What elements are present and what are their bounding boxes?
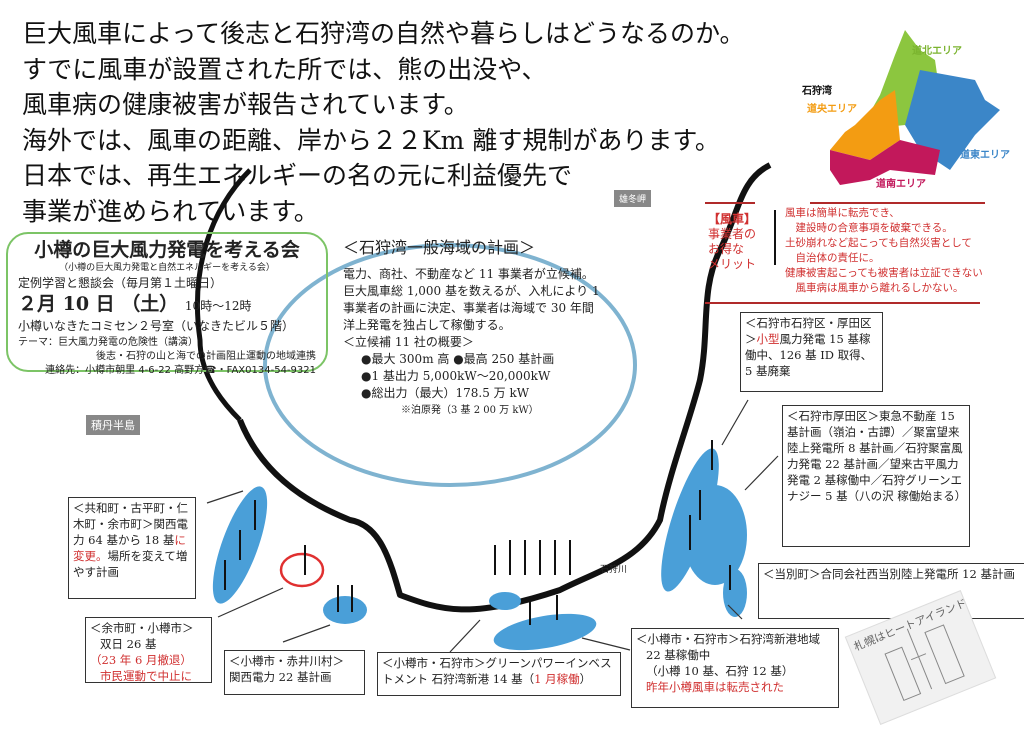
cancelled-site-circle (279, 552, 325, 588)
map-label-donan: 道南エリア (876, 179, 926, 190)
callout-text: ＜小樽市・赤井川村＞ (229, 654, 344, 668)
callout-text: ） (579, 672, 592, 686)
map-label-ishikari-bay: 石狩湾 (802, 86, 832, 97)
callout-text: 場所を変えて増やす計画 (73, 549, 188, 579)
merit-point: 自治体の責任に。 (785, 252, 880, 264)
place-tag-ofuyu: 雄冬岬 (614, 190, 652, 207)
callout-text: 関西電力 22 基計画 (229, 670, 332, 684)
callout-text: ＜小樽市・石狩市＞石狩湾新港地域 (636, 632, 820, 646)
wind-zone (723, 569, 747, 617)
callout-akaigawa: ＜小樽市・赤井川村＞ 関西電力 22 基計画 (224, 650, 365, 695)
divider (705, 202, 755, 204)
merit-point: 土砂崩れなど起こっても自然災害として (785, 237, 972, 249)
callout-red-text: に変更。 (73, 533, 186, 563)
merit-label-line: メリット (708, 257, 757, 271)
callout-text: （小樽 10 基、石狩 12 基） (646, 664, 794, 678)
plan-bullet: ●最大 300m 高 ●最高 250 基計画 (361, 352, 555, 366)
merit-point: 風車病は風車から離れるしかない。 (785, 282, 964, 294)
event-date-line: ２月 10 日 （土） 10時～12時 (18, 292, 316, 318)
headline-line: すでに風車が設置された所では、熊の出没や、 (22, 54, 547, 84)
merit-point: 風車は簡単に転売でき、 (785, 207, 900, 219)
callout-red-text: 市民運動で中止に (100, 669, 192, 683)
wind-zone (489, 592, 521, 610)
plan-bullet: ●総出力（最大）178.5 万 kW (361, 386, 530, 400)
callout-text: ＜小樽市・石狩市＞グリーンパワーインベストメント 石狩湾新港 14 基（ (382, 656, 612, 686)
event-subtitle: （小樽の巨大風力発電と自然エネルギーを考える会） (59, 263, 275, 273)
callout-shinko: ＜小樽市・石狩市＞石狩湾新港地域 22 基稼働中 （小樽 10 基、石狩 12 … (631, 628, 839, 708)
map-label-doo: 道央エリア (807, 104, 857, 115)
event-theme: テーマ：巨大風力発電の危険性（講演） (18, 337, 198, 348)
event-org: 後志・石狩の山と海での計画阻止運動の地域連携 (96, 351, 316, 362)
divider (705, 302, 980, 304)
hokkaido-area-map (830, 30, 1000, 185)
merit-label-line: お得な (708, 242, 745, 256)
merit-point: 健康被害起こっても被害者は立証できない (785, 267, 983, 279)
merit-label-line: 事業者の (708, 227, 757, 241)
callout-yoichi: ＜余市町・小樽市＞ 双日 26 基 （23 年 6 月撤退） 市民運動で中止に (85, 617, 212, 683)
headline: 巨大風車によって後志と石狩湾の自然や暮らしはどうなるのか。 すでに風車が設置され… (22, 16, 745, 229)
plan-note: ※泊原発（3 基 2 00 万 kW） (401, 405, 539, 416)
callout-text: ＜余市町・小樽市＞ (90, 621, 194, 635)
merit-points: 風車は簡単に転売でき、 建設時の合意事項を破棄できる。 土砂崩れなど起こっても自… (785, 206, 983, 296)
merit-label-line: 【風車】 (708, 212, 757, 226)
wind-turbines (224, 210, 776, 625)
plan-body: 洋上発電を独占して稼働する。 (343, 318, 511, 332)
headline-line: 巨大風車によって後志と石狩湾の自然や暮らしはどうなるのか。 (22, 19, 745, 48)
headline-line: 日本では、再生エネルギーの名の元に利益優先で (22, 161, 573, 190)
operator-merit-section: 【風車】 事業者の お得な メリット 風車は簡単に転売でき、 建設時の合意事項を… (700, 196, 1020, 306)
event-date: ２月 10 日 （土） (18, 293, 179, 315)
coastline (237, 162, 772, 613)
plan-bullet: ●1 基出力 5,000kW～20,000kW (361, 369, 551, 383)
event-info-box: 小樽の巨大風力発電を考える会 （小樽の巨大風力発電と自然エネルギーを考える会） … (6, 232, 328, 376)
merit-point: 建設時の合意事項を破棄できる。 (785, 222, 953, 234)
heat-island-sketch: 札幌はヒートアイランド (844, 590, 997, 725)
callout-text: ＜共和町・古平町・仁木町・余市町＞関西電力 64 基から 18 基 (73, 501, 188, 547)
map-label-dohoku: 道北エリア (912, 46, 962, 57)
event-contact: 連絡先：小樽市朝里 4-6-22 高野方☎・FAX0134-54-9321 (45, 365, 316, 376)
plan-heading: ＜石狩湾一般海域の計画＞ (343, 238, 536, 257)
wind-zone (323, 596, 367, 624)
callout-atsuta: ＜石狩市厚田区＞東急不動産 15 基計画（嶺泊・古譚）／聚富望来陸上発電所 8 … (782, 405, 970, 547)
callout-text: 22 基稼働中 (646, 648, 711, 662)
event-venue: 小樽いなきたコミセン２号室（いなきたビル５階） (18, 319, 295, 333)
pointer-arrows (206, 399, 779, 653)
callout-tobetsu: ＜当別町＞合同会社西当別陸上発電所 12 基計画 (758, 563, 1024, 619)
plan-body: 電力、商社、不動産など 11 事業者が立候補。 (343, 267, 594, 281)
headline-line: 風車病の健康被害が報告されています。 (22, 90, 469, 119)
callout-ishikari-atsuta: ＜石狩市石狩区・厚田区＞小型風力発電 15 基稼働中、126 基 ID 取得、5… (740, 312, 883, 392)
plan-subheading: ＜立候補 11 社の概要＞ (343, 335, 474, 349)
map-label-doto: 道東エリア (960, 150, 1010, 161)
place-tag-shakotan: 積丹半島 (86, 415, 140, 435)
callout-text: 風力発電 15 基稼働中、126 基 ID 取得、5 基廃棄 (745, 332, 873, 378)
coastline-west (195, 168, 252, 422)
ishikari-bay-plan: ＜石狩湾一般海域の計画＞ 電力、商社、不動産など 11 事業者が立候補。 巨大風… (343, 236, 673, 419)
callout-red-text: 小型 (756, 332, 780, 346)
merit-label: 【風車】 事業者の お得な メリット (708, 212, 756, 272)
callout-kyowa: ＜共和町・古平町・仁木町・余市町＞関西電力 64 基から 18 基に変更。場所を… (68, 497, 196, 599)
plan-body: 巨大風車総 1,000 基を数えるが、入札により 1 (343, 284, 600, 298)
plan-body: 事業者の計画に決定、事業者は海域で 30 年間 (343, 301, 594, 315)
callout-text: ＜石狩市石狩区・厚田区＞ (745, 316, 872, 346)
callout-red-text: 1 月稼働 (534, 672, 580, 686)
callout-green-power: ＜小樽市・石狩市＞グリーンパワーインベストメント 石狩湾新港 14 基（1 月稼… (377, 652, 621, 696)
divider (810, 202, 985, 204)
callout-red-text: 昨年小樽風車は転売された (646, 680, 784, 694)
callout-red-text: （23 年 6 月撤退） (90, 653, 192, 667)
sea-area-outline (263, 243, 637, 487)
wind-zone (493, 613, 597, 651)
city-sketch-icon (884, 624, 965, 702)
headline-line: 海外では、風車の距離、岸から２２Km 離す規制があります。 (22, 125, 720, 155)
place-label-ishikari-river: 石狩川 (600, 565, 628, 575)
event-title: 小樽の巨大風力発電を考える会 (34, 239, 300, 261)
headline-line: 事業が進められています。 (22, 196, 319, 226)
event-time: 10時～12時 (184, 299, 252, 313)
event-meeting: 定例学習と懇談会（毎月第１土曜日） (18, 276, 223, 290)
callout-text: 双日 26 基 (100, 637, 157, 651)
